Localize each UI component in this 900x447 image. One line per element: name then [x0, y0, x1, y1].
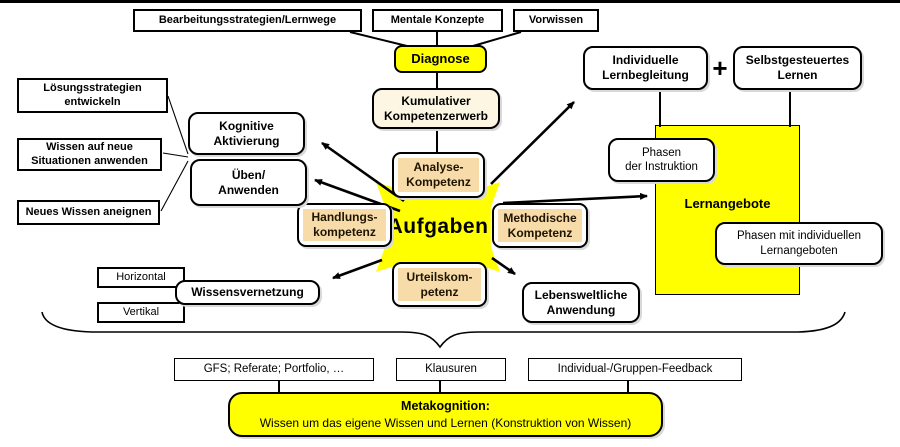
node-diagnose: Diagnose [394, 45, 487, 73]
node-analyse-label: Analyse- Kompetenz [406, 160, 471, 189]
node-urteilskompetenz: Urteilskom- petenz [392, 262, 487, 307]
top-border-line [0, 0, 900, 3]
node-individuelle-lernbegleitung: Individuelle Lernbegleitung [583, 46, 708, 90]
bottom-drop-lines [278, 381, 629, 393]
node-handlung-label: Handlungs- kompetenz [311, 210, 378, 239]
node-loesungsstrategien-label: Lösungsstrategien entwickeln [43, 81, 142, 108]
node-ueben-anwenden: Üben/ Anwenden [190, 159, 307, 206]
node-klausuren-label: Klausuren [425, 363, 477, 376]
plus-sign: + [706, 52, 734, 84]
node-neues-wissen: Neues Wissen aneignen [17, 200, 160, 225]
node-wissen-neue-situationen-label: Wissen auf neue Situationen anwenden [31, 140, 148, 167]
node-handlungskompetenz: Handlungs- kompetenz [297, 203, 392, 247]
node-selbst-label: Selbstgesteuertes Lernen [745, 53, 850, 82]
metakognition-text: Wissen um das eigene Wissen und Lernen (… [259, 415, 632, 430]
top-to-diagnose-lines [349, 31, 522, 153]
node-klausuren: Klausuren [396, 358, 506, 381]
plus-label: + [712, 52, 728, 83]
node-vertikal-label: Vertikal [122, 305, 160, 318]
node-selbstgesteuertes-lernen: Selbstgesteuertes Lernen [733, 46, 862, 90]
node-kumulativer-label: Kumulativer Kompetenzerwerb [383, 93, 489, 123]
node-urteil-label: Urteilskom- petenz [406, 269, 473, 299]
left-input-lines [160, 95, 189, 212]
node-wissensvernetzung-label: Wissensvernetzung [191, 285, 304, 299]
node-instruktion-label: Phasen der Instruktion [625, 146, 698, 173]
node-horizontal: Horizontal [97, 267, 185, 288]
node-analyse-kompetenz: Analyse- Kompetenz [392, 152, 485, 198]
node-loesungsstrategien: Lösungsstrategien entwickeln [17, 78, 168, 113]
node-kumulativer-kompetenzerwerb: Kumulativer Kompetenzerwerb [372, 88, 500, 129]
node-mentale-konzepte: Mentale Konzepte [372, 9, 503, 32]
node-bearbeitungsstrategien: Bearbeitungsstrategien/Lernwege [133, 9, 362, 32]
node-vorwissen-label: Vorwissen [528, 13, 584, 26]
node-individual-gruppen-feedback: Individual-/Gruppen-Feedback [528, 358, 742, 381]
node-methodische-kompetenz: Methodische Kompetenz [492, 203, 588, 248]
node-lernangebote-label: Lernangebote [684, 196, 771, 211]
node-methodisch-label: Methodische Kompetenz [503, 210, 577, 240]
aufgaben-arrows [314, 101, 648, 280]
right-drop-lines [659, 90, 791, 127]
node-gfs-label: GFS; Referate; Portfolio, … [203, 363, 345, 376]
node-vorwissen: Vorwissen [513, 9, 599, 32]
node-diagnose-label: Diagnose [411, 50, 470, 66]
aufgaben-label: Aufgaben [387, 214, 489, 238]
node-feedback-label: Individual-/Gruppen-Feedback [557, 363, 713, 376]
node-ueben-label: Üben/ Anwenden [218, 167, 279, 197]
node-gfs-referate-portfolio: GFS; Referate; Portfolio, … [174, 358, 374, 381]
node-metakognition: Metakognition: Wissen um das eigene Wiss… [228, 392, 663, 437]
node-individuell-label: Phasen mit individuellen Lernangeboten [736, 230, 862, 257]
metakognition-title: Metakognition: [401, 398, 490, 413]
node-kognitive-aktivierung: Kognitive Aktivierung [188, 112, 305, 155]
node-wissen-neue-situationen: Wissen auf neue Situationen anwenden [17, 138, 162, 171]
node-phasen-der-instruktion: Phasen der Instruktion [608, 138, 715, 182]
summary-brace [41, 311, 846, 349]
node-anwendung-label: Lebensweltliche Anwendung [534, 287, 628, 317]
node-horizontal-label: Horizontal [116, 270, 166, 283]
node-vertikal: Vertikal [97, 302, 185, 323]
node-kognitive-label: Kognitive Aktivierung [213, 118, 280, 148]
node-lebensweltliche-anwendung: Lebensweltliche Anwendung [522, 282, 640, 323]
node-phasen-mit-individuellen: Phasen mit individuellen Lernangeboten [715, 222, 883, 265]
node-mentale-konzepte-label: Mentale Konzepte [390, 13, 485, 26]
node-bearbeitungsstrategien-label: Bearbeitungsstrategien/Lernwege [158, 13, 337, 26]
node-wissensvernetzung: Wissensvernetzung [175, 280, 320, 305]
node-begleitung-label: Individuelle Lernbegleitung [602, 53, 689, 82]
node-neues-wissen-label: Neues Wissen aneignen [25, 205, 152, 218]
